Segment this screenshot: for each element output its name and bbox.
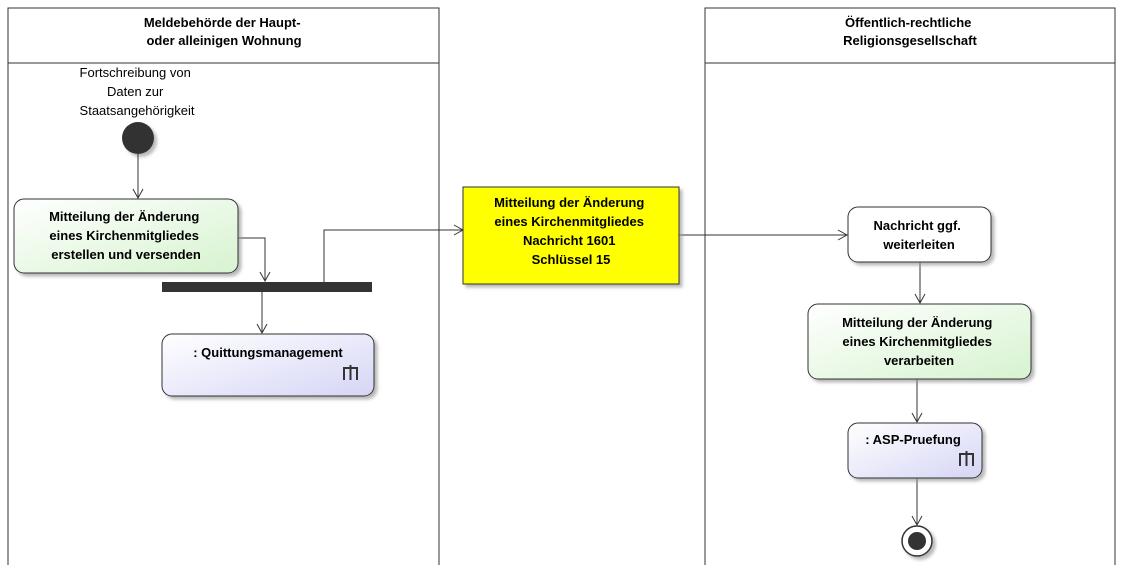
svg-text:Mitteilung der Änderung: Mitteilung der Änderung eines Kirchenmit… [842, 315, 996, 368]
lane-title-line-1: Öffentlich-rechtliche [845, 15, 971, 30]
swimlane-meldebehoerde: Meldebehörde der Haupt- oder alleinigen … [7, 7, 440, 565]
lane-header-box [7, 7, 440, 64]
lane-title-line-2: Religionsgesellschaft [843, 33, 977, 48]
action-asp-pruefung[interactable]: : ASP-Pruefung [847, 422, 983, 479]
svg-text:Mitteilung der Änderung: Mitteilung der Änderung eines Kirchenmit… [49, 209, 203, 262]
arrowhead [259, 271, 271, 283]
svg-text:: Quittungsmanagement: : Quittungsmanagement [193, 345, 343, 360]
initial-node-note: Fortschreibung von Daten zur Staatsangeh… [80, 65, 195, 118]
initial-node[interactable] [122, 122, 154, 154]
svg-text:Öffentlich-rechtliche Re: Öffentlich-rechtliche Religionsgesellsch… [843, 15, 977, 48]
rake-icon [343, 365, 358, 380]
svg-text:: ASP-Pruefung: : ASP-Pruefung [865, 432, 961, 447]
arrowhead [911, 515, 923, 527]
lane-title-line-2: oder alleinigen Wohnung [146, 33, 301, 48]
activity-final-node[interactable] [901, 525, 933, 557]
action-create-send[interactable]: Mitteilung der Änderung eines Kirchenmit… [13, 198, 239, 274]
svg-text:Meldebehörde der Haupt-: Meldebehörde der Haupt- oder alleinigen … [144, 15, 304, 48]
svg-text:Nachricht ggf. weiterlei: Nachricht ggf. weiterleiten [873, 218, 964, 252]
action-verarbeiten[interactable]: Mitteilung der Änderung eines Kirchenmit… [807, 303, 1032, 380]
swimlane-religionsgesellschaft: Öffentlich-rechtliche Religionsgesellsch… [704, 7, 1116, 565]
arrowhead [911, 412, 923, 424]
arrowhead [837, 229, 849, 241]
message-nachricht-1601[interactable]: Mitteilung der Änderung eines Kirchenmit… [462, 186, 680, 285]
lane-header-box [704, 7, 1116, 64]
arrowhead [256, 323, 268, 335]
arrowhead [914, 293, 926, 305]
action-nachricht-weiterleiten[interactable]: Nachricht ggf. weiterleiten [847, 206, 992, 263]
arrowhead [132, 188, 144, 200]
edge-fork-to-message [323, 229, 463, 284]
edges [132, 154, 926, 527]
fork-bar [162, 282, 372, 292]
edge-create-to-fork [238, 237, 266, 280]
lane-title-line-1: Meldebehörde der Haupt- [144, 15, 301, 30]
rake-icon [959, 451, 974, 466]
svg-text:Mitteilung der Änderung: Mitteilung der Änderung eines Kirchenmit… [494, 195, 648, 267]
action-quittungsmanagement[interactable]: : Quittungsmanagement [161, 333, 375, 397]
